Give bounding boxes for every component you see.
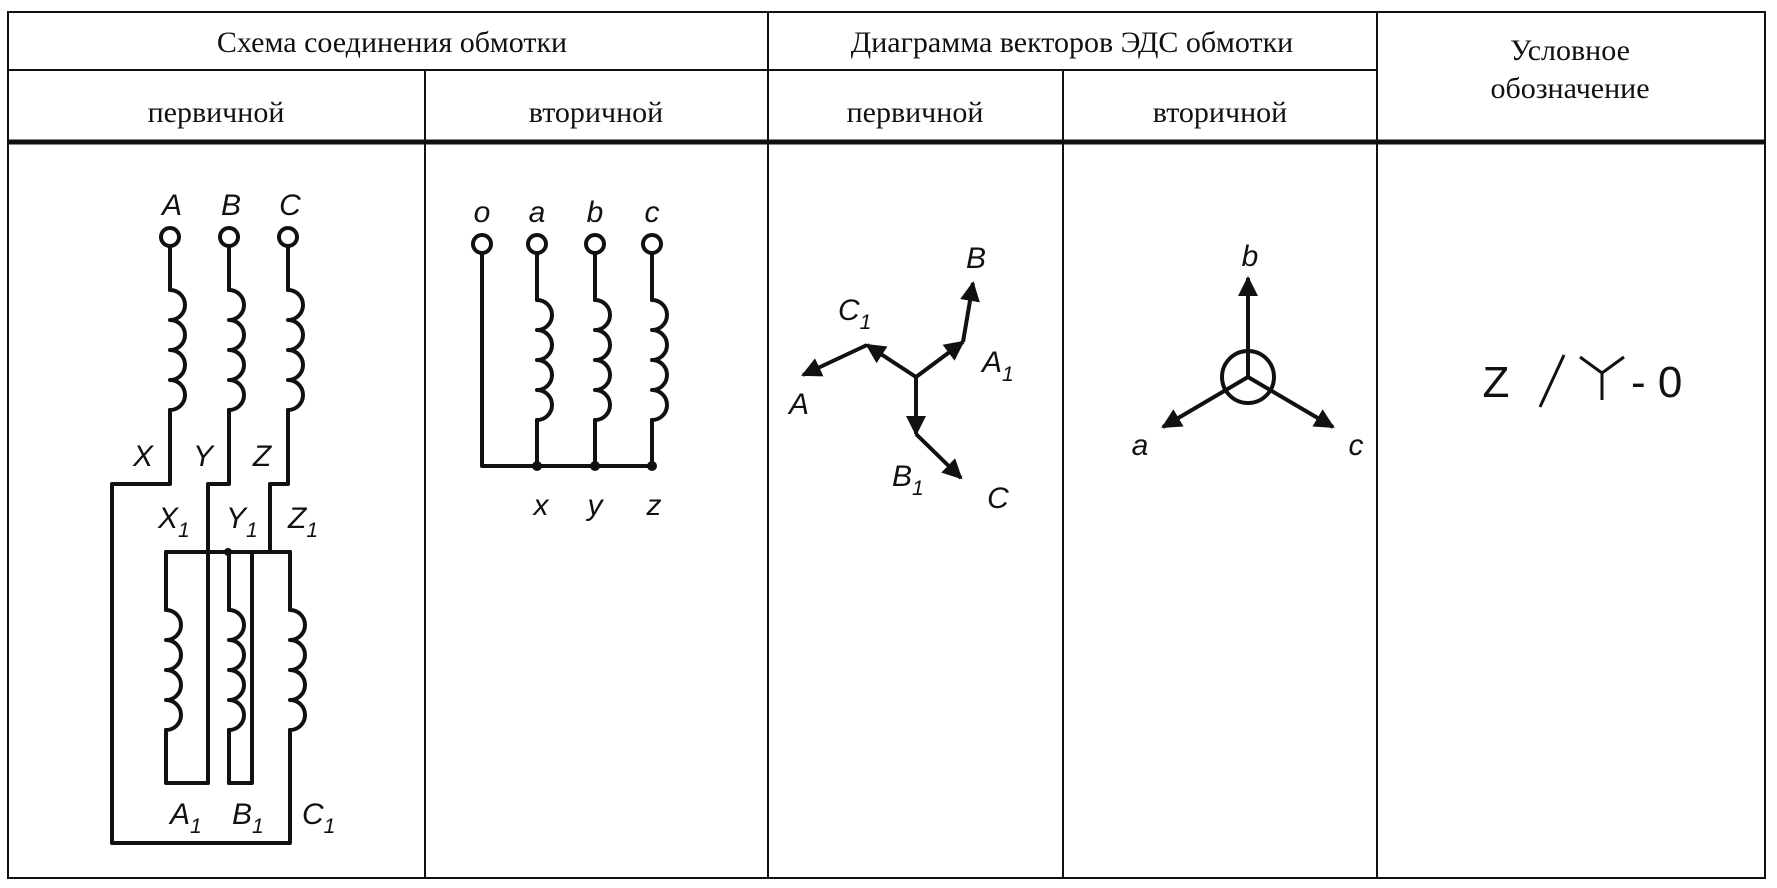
label-b: b	[587, 196, 604, 229]
terminal-circle	[641, 233, 663, 255]
coil-b-secondary	[593, 298, 612, 422]
header-scheme-secondary: вторичной	[529, 96, 663, 129]
secondary-winding-scheme: o a b c x y z	[471, 196, 669, 522]
star-symbol-icon	[1579, 355, 1625, 400]
terminal-circle	[584, 233, 606, 255]
designation-slash	[1538, 354, 1566, 408]
vector-to-A1	[914, 340, 965, 379]
terminal-circle	[159, 226, 181, 248]
header-scheme: Схема соединения обмотки	[217, 26, 567, 59]
vector-to-B	[960, 281, 980, 343]
coil-b	[227, 288, 246, 412]
wire-x-to-c1	[110, 408, 292, 845]
coil-c-secondary	[650, 298, 669, 422]
designation-symbol: Z - 0	[1483, 354, 1682, 408]
table-border	[7, 11, 1766, 879]
label-Y1: Y1	[226, 502, 258, 542]
terminal-circle	[218, 226, 240, 248]
coil-x1	[164, 608, 183, 732]
terminal-circle	[471, 233, 493, 255]
label-B: B	[221, 189, 241, 222]
terminal-circle	[277, 226, 299, 248]
neutral-wire	[480, 251, 654, 468]
junction-dot	[532, 461, 542, 471]
header-diagram-secondary: вторичной	[1153, 96, 1287, 129]
label-vec-A: A	[787, 388, 809, 421]
designation-zigzag-letter: Z	[1483, 358, 1510, 407]
terminal-circle	[526, 233, 548, 255]
label-C: C	[279, 189, 301, 222]
vector-to-C	[914, 432, 963, 480]
upper-lead-wires	[168, 244, 290, 292]
coil-a-secondary	[535, 298, 554, 422]
primary-vector-diagram: B A C C1 A1 B1	[787, 242, 1014, 515]
label-vec-A1: A1	[980, 346, 1014, 386]
label-C1: C1	[302, 798, 335, 838]
wire-b1-return	[227, 550, 254, 785]
label-x: x	[532, 489, 550, 522]
header-designation-line1: Условное	[1510, 34, 1630, 67]
vector-c	[1246, 375, 1335, 429]
secondary-vector-diagram: b a c	[1132, 240, 1364, 462]
header-scheme-primary: первичной	[148, 96, 285, 129]
label-X1: X1	[157, 502, 190, 542]
tail-wires	[535, 418, 654, 468]
header-diagram: Диаграмма векторов ЭДС обмотки	[851, 26, 1293, 59]
coil-c	[286, 288, 305, 412]
designation-group-number: - 0	[1631, 358, 1682, 407]
label-A1: A1	[168, 798, 202, 838]
header-designation-line2: обозначение	[1490, 72, 1649, 105]
junction-dot	[590, 461, 600, 471]
label-Y: Y	[193, 440, 215, 473]
coil-z1	[288, 608, 307, 732]
table-grid	[7, 11, 1766, 879]
wire-y-to-x1	[206, 408, 231, 785]
label-vec-a: a	[1132, 429, 1149, 462]
label-z: z	[646, 489, 662, 522]
primary-winding-scheme: A B C X Y Z X1 Y1 Z1 A1 B1 C1	[110, 189, 335, 845]
label-a: a	[529, 196, 546, 229]
lead-wires	[535, 251, 654, 302]
label-Z: Z	[252, 440, 273, 473]
label-vec-c: c	[1349, 429, 1364, 462]
label-vec-B: B	[966, 242, 986, 275]
vector-to-C1	[865, 343, 918, 379]
label-y: y	[586, 489, 605, 522]
label-A: A	[160, 189, 182, 222]
table-headers: Схема соединения обмотки Диаграмма векто…	[148, 26, 1650, 129]
label-c: c	[645, 196, 660, 229]
label-vec-B1: B1	[892, 460, 924, 500]
label-Z1: Z1	[287, 502, 318, 542]
label-vec-b: b	[1242, 240, 1259, 273]
junction-dot	[647, 461, 657, 471]
label-vec-C: C	[987, 482, 1009, 515]
label-o: o	[474, 196, 491, 229]
vector-a	[1161, 375, 1250, 429]
label-X: X	[132, 440, 154, 473]
vector-to-A	[801, 343, 868, 377]
header-diagram-primary: первичной	[847, 96, 984, 129]
wire-z-to-y1	[268, 408, 290, 554]
label-vec-C1: C1	[838, 294, 871, 334]
label-B1: B1	[232, 798, 264, 838]
coil-a	[168, 288, 187, 412]
lower-lead-wires	[164, 550, 292, 612]
coil-y1	[227, 608, 246, 732]
lower-end-wires	[164, 728, 292, 785]
